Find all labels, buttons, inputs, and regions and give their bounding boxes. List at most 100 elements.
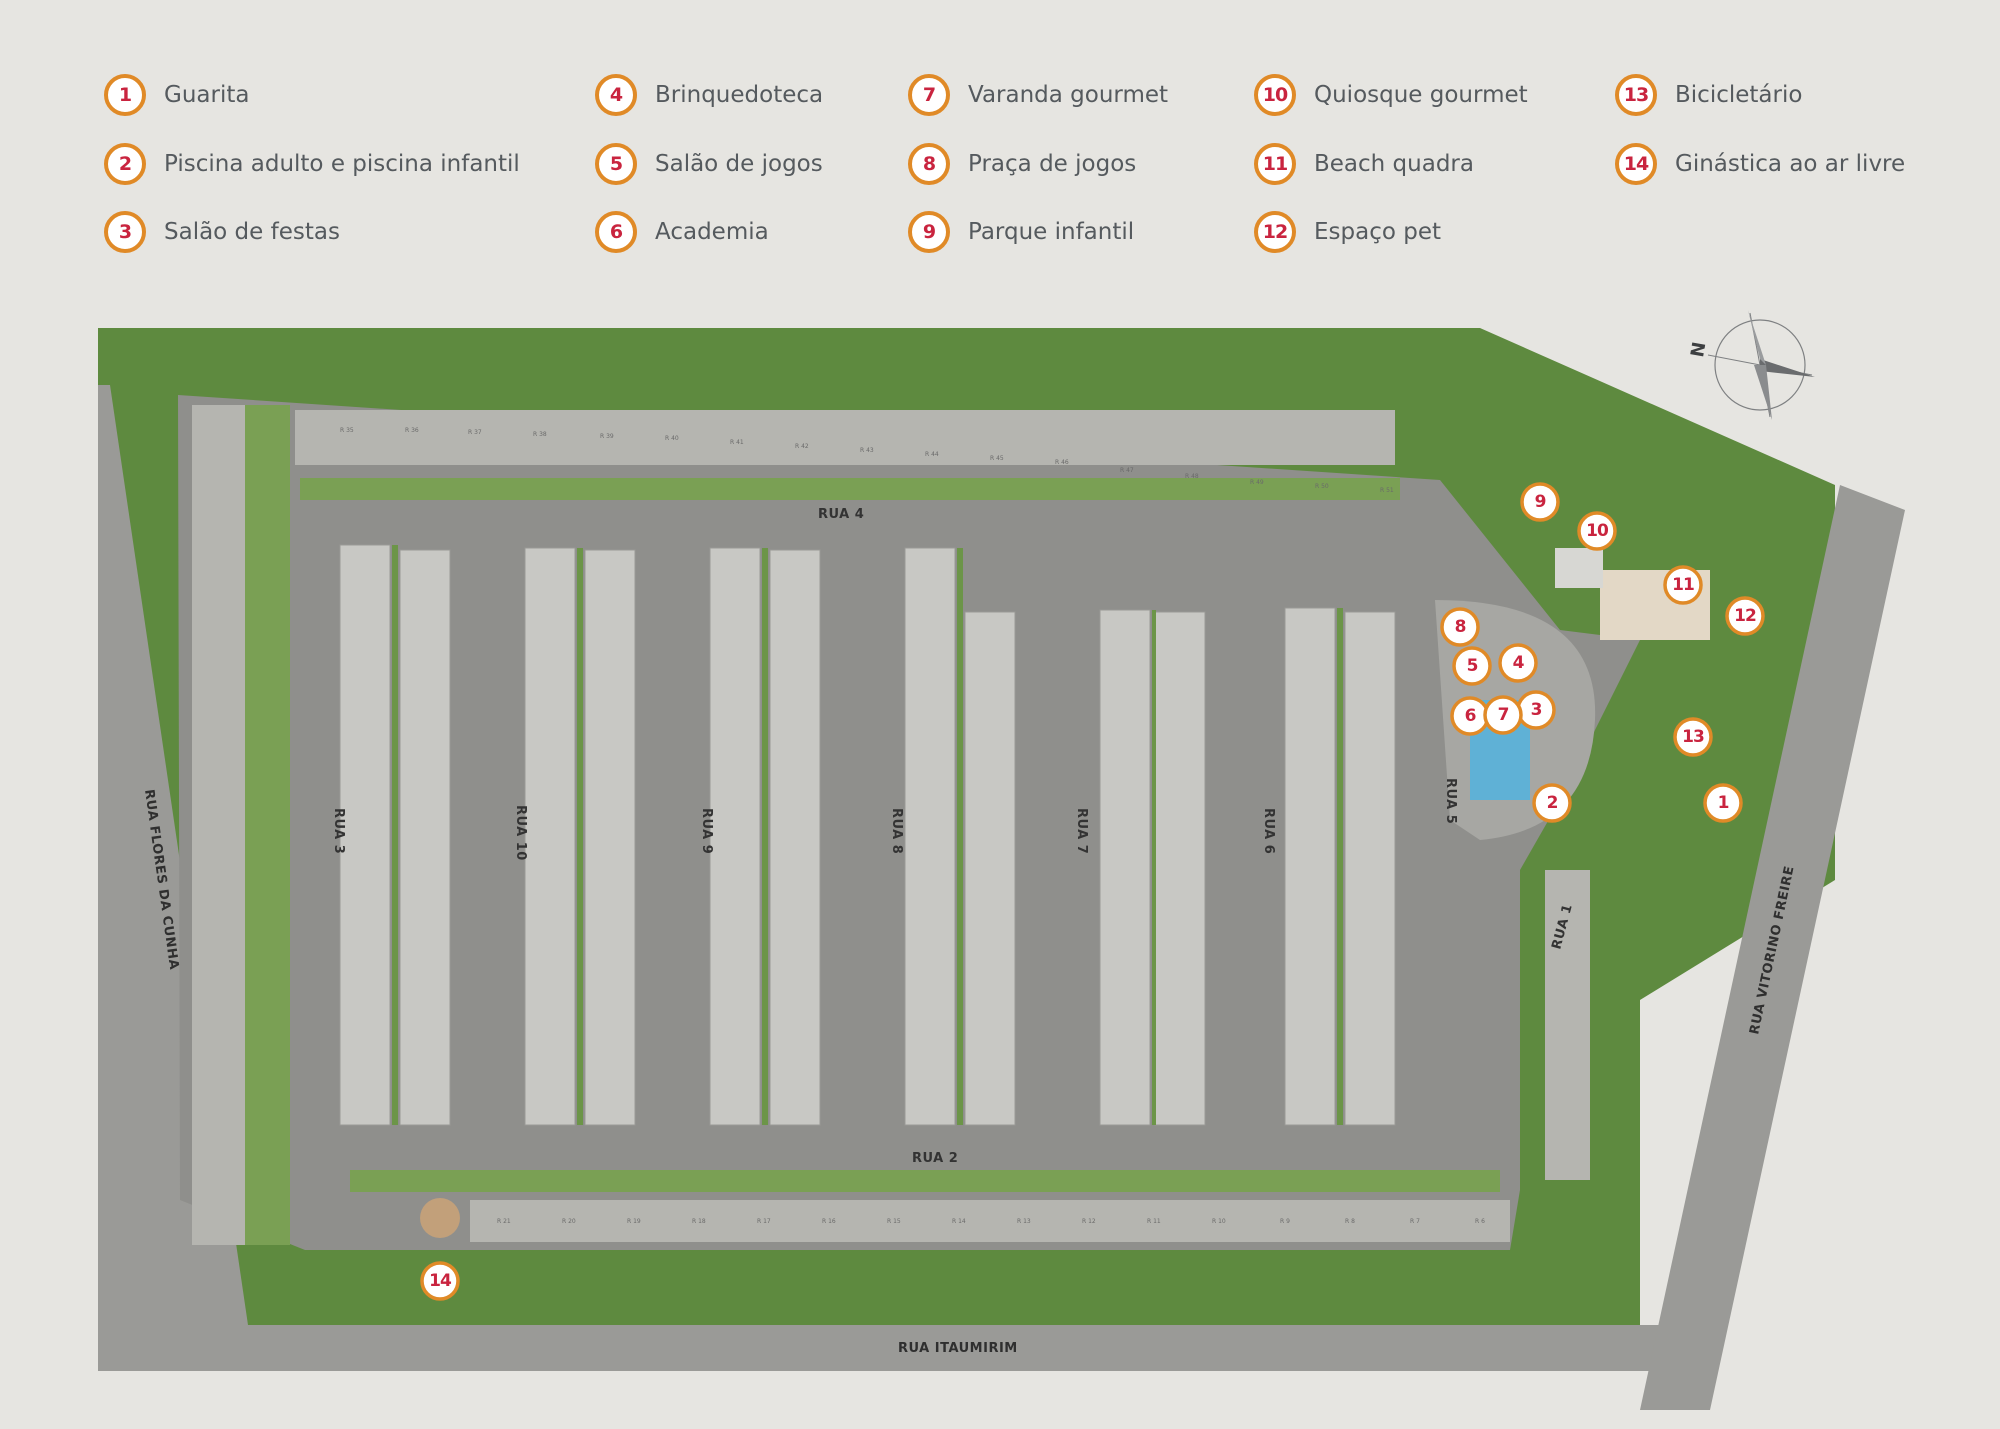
road-label-south: RUA ITAUMIRIM bbox=[898, 1341, 1018, 1356]
lot-label: R 35 bbox=[340, 427, 354, 434]
legend-label: Bicicletário bbox=[1675, 82, 1803, 108]
legend-badge: 14 bbox=[1615, 143, 1657, 185]
street-label-rua6: RUA 6 bbox=[1261, 808, 1276, 854]
legend-item-6: 6 Academia bbox=[595, 210, 769, 254]
block-row bbox=[709, 547, 761, 1126]
svg-text:11: 11 bbox=[1672, 575, 1694, 595]
legend-label: Salão de jogos bbox=[655, 151, 823, 177]
grass-strip bbox=[350, 1170, 1500, 1192]
block-row bbox=[339, 544, 391, 1126]
block-row bbox=[1154, 611, 1206, 1126]
lot-label: R 18 bbox=[692, 1218, 706, 1225]
legend-badge: 8 bbox=[908, 143, 950, 185]
map-badge-13: 13 bbox=[1673, 717, 1713, 757]
legend-badge: 11 bbox=[1254, 143, 1296, 185]
legend-badge: 9 bbox=[908, 211, 950, 253]
grass-strip bbox=[245, 405, 290, 1245]
legend-item-12: 12 Espaço pet bbox=[1254, 210, 1441, 254]
street-label-rua3: RUA 3 bbox=[331, 808, 346, 854]
map-badge-12: 12 bbox=[1725, 596, 1765, 636]
legend-badge: 6 bbox=[595, 211, 637, 253]
legend-item-9: 9 Parque infantil bbox=[908, 210, 1134, 254]
lot-labels-south: R 21 R 20 R 19 R 18 R 17 R 16 R 15 R 14 … bbox=[497, 1218, 1485, 1225]
legend-badge: 10 bbox=[1254, 74, 1296, 116]
lot-label: R 6 bbox=[1475, 1218, 1485, 1225]
legend-item-2: 2 Piscina adulto e piscina infantil bbox=[104, 142, 520, 186]
map-badge-11: 11 bbox=[1663, 565, 1703, 605]
legend-label: Varanda gourmet bbox=[968, 82, 1169, 108]
street-label-rua4: RUA 4 bbox=[818, 507, 864, 522]
svg-text:12: 12 bbox=[1734, 606, 1756, 626]
legend-label: Academia bbox=[655, 219, 769, 245]
lot-label: R 49 bbox=[1250, 479, 1264, 486]
lot-label: R 37 bbox=[468, 429, 482, 436]
svg-text:3: 3 bbox=[1531, 700, 1542, 720]
lot-label: R 45 bbox=[990, 455, 1004, 462]
svg-text:5: 5 bbox=[1467, 656, 1478, 676]
map-badge-3: 3 bbox=[1516, 690, 1556, 730]
lot-label: R 43 bbox=[860, 447, 874, 454]
legend-label: Quiosque gourmet bbox=[1314, 82, 1528, 108]
legend-label: Praça de jogos bbox=[968, 151, 1137, 177]
legend-label: Brinquedoteca bbox=[655, 82, 824, 108]
svg-text:4: 4 bbox=[1513, 653, 1525, 673]
svg-text:14: 14 bbox=[429, 1271, 452, 1291]
block-row bbox=[1284, 607, 1336, 1126]
lot-label: R 51 bbox=[1380, 487, 1394, 494]
lot-label: R 50 bbox=[1315, 483, 1329, 490]
row-garden bbox=[1152, 610, 1156, 1125]
svg-text:8: 8 bbox=[1455, 617, 1466, 637]
legend-badge: 13 bbox=[1615, 74, 1657, 116]
legend-item-11: 11 Beach quadra bbox=[1254, 142, 1474, 186]
lot-labels: R 35 R 36 R 37 R 38 R 39 R 40 R 41 R 42 … bbox=[340, 427, 1394, 494]
legend-item-8: 8 Praça de jogos bbox=[908, 142, 1136, 186]
lot-label: R 47 bbox=[1120, 467, 1134, 474]
lot-label: R 40 bbox=[665, 435, 679, 442]
map-badge-1: 1 bbox=[1703, 783, 1743, 823]
legend-label: Ginástica ao ar livre bbox=[1675, 151, 1906, 177]
block-row bbox=[904, 547, 956, 1126]
lot-label: R 15 bbox=[887, 1218, 901, 1225]
svg-text:1: 1 bbox=[1718, 793, 1729, 813]
lot-label: R 10 bbox=[1212, 1218, 1226, 1225]
row-garden bbox=[392, 545, 398, 1125]
lot-strip-east bbox=[1545, 870, 1590, 1180]
lot-label: R 48 bbox=[1185, 473, 1199, 480]
lot-label: R 42 bbox=[795, 443, 809, 450]
lot-strip-north bbox=[295, 410, 1395, 465]
street-label-rua10: RUA 10 bbox=[513, 805, 528, 861]
legend-label: Piscina adulto e piscina infantil bbox=[164, 151, 520, 177]
kiosk-roof bbox=[1555, 548, 1603, 588]
map-badge-14: 14 bbox=[420, 1261, 460, 1301]
roundabout bbox=[420, 1198, 460, 1238]
legend-badge: 3 bbox=[104, 211, 146, 253]
block-row bbox=[769, 549, 821, 1126]
lot-label: R 11 bbox=[1147, 1218, 1161, 1225]
grass-strip bbox=[300, 478, 1400, 500]
lot-label: R 13 bbox=[1017, 1218, 1031, 1225]
lot-label: R 19 bbox=[627, 1218, 641, 1225]
legend-item-1: 1 Guarita bbox=[104, 73, 249, 117]
east-road bbox=[1640, 485, 1905, 1410]
block-row bbox=[1099, 609, 1151, 1126]
legend-item-7: 7 Varanda gourmet bbox=[908, 73, 1168, 117]
legend-badge: 1 bbox=[104, 74, 146, 116]
map-badge-8: 8 bbox=[1440, 607, 1480, 647]
svg-text:13: 13 bbox=[1682, 727, 1704, 747]
row-garden bbox=[1337, 608, 1343, 1125]
lot-label: R 41 bbox=[730, 439, 744, 446]
svg-text:7: 7 bbox=[1498, 705, 1509, 725]
block-row bbox=[964, 611, 1016, 1126]
svg-text:9: 9 bbox=[1535, 492, 1546, 512]
lot-label: R 44 bbox=[925, 451, 939, 458]
legend-item-10: 10 Quiosque gourmet bbox=[1254, 73, 1528, 117]
svg-text:10: 10 bbox=[1586, 521, 1609, 541]
map-badge-6: 6 bbox=[1450, 696, 1490, 736]
block-row bbox=[399, 549, 451, 1126]
lot-label: R 14 bbox=[952, 1218, 966, 1225]
lot-strip-west bbox=[192, 405, 247, 1245]
block-row bbox=[524, 547, 576, 1126]
legend-label: Parque infantil bbox=[968, 219, 1135, 245]
lot-label: R 8 bbox=[1345, 1218, 1355, 1225]
legend-label: Salão de festas bbox=[164, 219, 340, 245]
